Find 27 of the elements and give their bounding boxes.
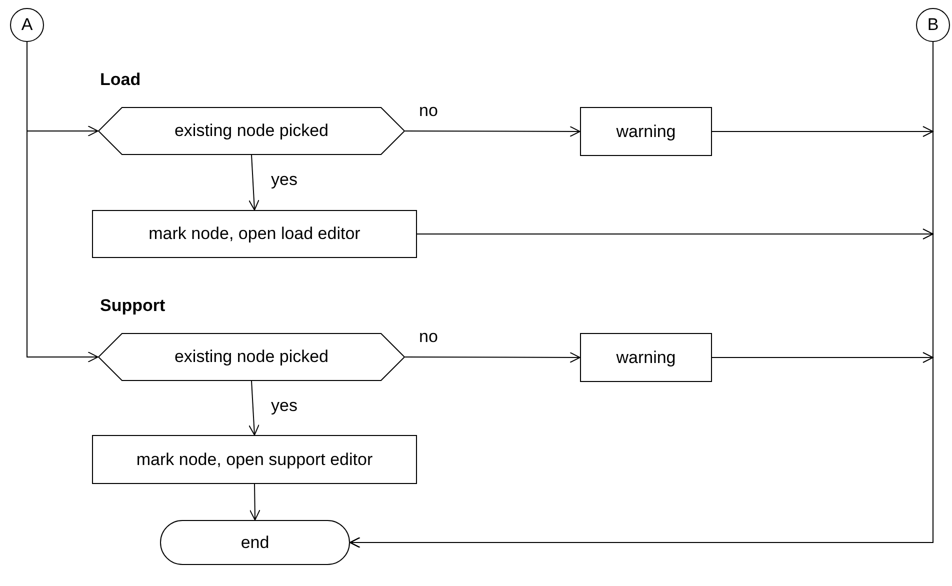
- section-heading: Support: [100, 296, 166, 316]
- node-text: end: [240, 532, 270, 552]
- node-text: mark node, open support editor: [136, 450, 373, 470]
- arrow: [248, 380, 260, 436]
- node-text: existing node picked: [174, 347, 329, 367]
- process-box: [92, 435, 417, 484]
- arrow: [26, 42, 98, 362]
- process-box: [92, 210, 417, 258]
- connector-circle: [916, 8, 950, 42]
- arrow: [249, 484, 260, 520]
- process-box: [580, 107, 712, 156]
- arrow: [248, 154, 260, 210]
- decision-hexagon: [98, 107, 405, 155]
- section-heading: Load: [100, 70, 141, 90]
- arrow: [404, 126, 580, 137]
- terminal-box: [160, 520, 350, 565]
- node-text: mark node, open load editor: [148, 224, 360, 244]
- arrow: [404, 352, 580, 363]
- node-text: warning: [616, 348, 676, 368]
- node-text: B: [927, 15, 939, 35]
- connector-circle: [10, 8, 44, 42]
- node-text: warning: [616, 122, 676, 142]
- decision-hexagon: [98, 333, 405, 381]
- process-box: [580, 333, 712, 382]
- arrow: [350, 42, 934, 548]
- node-text: A: [21, 15, 33, 35]
- node-text: existing node picked: [174, 121, 329, 141]
